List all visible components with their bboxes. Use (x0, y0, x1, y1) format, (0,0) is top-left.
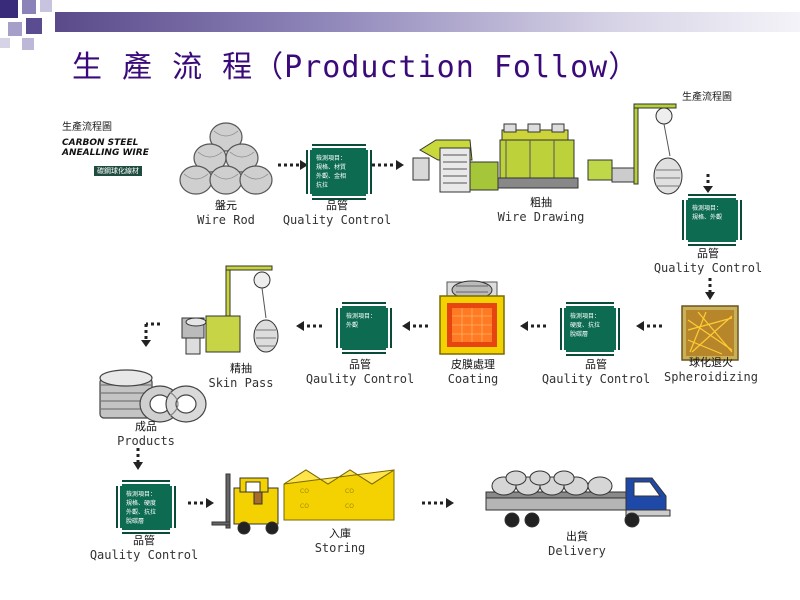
header-decoration (0, 0, 64, 56)
qc-line: 脫碳層 (126, 518, 145, 525)
caption-qc-2: 品管 Quality Control (652, 247, 764, 275)
caption-en: Skin Pass (208, 376, 274, 390)
arrow-left-1 (636, 321, 662, 331)
logo-line-1: CARBON STEEL (62, 138, 139, 148)
caption-products: 成品 Products (106, 420, 186, 448)
caption-zh: 品管 (133, 534, 155, 547)
qc-line: 檢測項目： (126, 491, 157, 498)
caption-spheroidizing: 球化退火 Spheroidizing (662, 356, 760, 384)
arrow-left-3 (402, 321, 428, 331)
caption-zh: 品管 (326, 199, 348, 212)
caption-en: Wire Rod (197, 213, 255, 227)
caption-en: Products (117, 434, 175, 448)
caption-zh: 成品 (135, 420, 157, 433)
caption-en: Wire Drawing (497, 210, 585, 224)
caption-en: Quality Control (653, 261, 763, 275)
qc-line: 規格、硬度 (126, 500, 157, 507)
delivery-truck-icon (485, 470, 671, 528)
products-coils-icon (99, 369, 207, 423)
caption-zh: 皮膜處理 (451, 358, 495, 371)
caption-delivery: 出貨 Delivery (540, 530, 614, 558)
qc-line: 外觀、抗拉 (126, 509, 157, 516)
qc-line: 硬度、抗拉 (570, 322, 601, 329)
qc-box-4: 檢測項目： 外觀 (336, 302, 392, 354)
logo-line-3: 碳鋼球化線材 (94, 166, 142, 176)
caption-qc-5: 品管 Qaulity Control (88, 534, 200, 562)
warehouse-icon: CO CO CO CO (283, 469, 395, 521)
caption-en: Qaulity Control (89, 548, 199, 562)
diagram-label-left: 生產流程圖 (62, 122, 112, 133)
caption-zh: 粗抽 (530, 196, 552, 209)
flow-arrows (133, 160, 715, 508)
arrow-right-1 (278, 160, 308, 170)
qc-box-1: 檢測項目： 規格、材質 外觀、金相 抗拉 (306, 144, 372, 200)
caption-skin-pass: 精抽 Skin Pass (204, 362, 278, 390)
arrow-right-2 (372, 160, 404, 170)
wire-rod-coils-icon (179, 122, 273, 195)
arrow-right-3 (188, 498, 214, 508)
caption-en: Coating (447, 372, 499, 386)
caption-en: Qaulity Control (541, 372, 651, 386)
caption-en: Qaulity Control (305, 372, 415, 386)
coating-bath-icon (439, 280, 505, 355)
caption-en: Spheroidizing (664, 370, 758, 384)
arrow-down-3 (133, 448, 143, 470)
caption-qc-3: 品管 Qaulity Control (540, 358, 652, 386)
caption-qc-4: 品管 Qaulity Control (304, 358, 416, 386)
page-title: 生 產 流 程（Production Follow） (72, 50, 640, 85)
skin-pass-machine-icon (181, 265, 279, 355)
caption-zh: 精抽 (230, 362, 252, 375)
caption-wire-rod: 盤元 Wire Rod (186, 199, 266, 227)
arrow-right-4 (422, 498, 454, 508)
wire-drawing-machine-icon (412, 103, 683, 195)
caption-zh: 品管 (697, 247, 719, 260)
qc-line: 脫碳層 (570, 331, 589, 338)
header-gradient-bar (55, 12, 800, 32)
arrow-left-2 (520, 321, 546, 331)
qc-line: 檢測項目： (316, 155, 347, 162)
qc-box-2: 檢測項目： 規格、外觀 (682, 194, 742, 246)
caption-zh: 品管 (349, 358, 371, 371)
caption-coating: 皮膜處理 Coating (432, 358, 514, 386)
company-logo: CARBON STEEL ANEALLING WIRE 碳鋼球化線材 (62, 138, 172, 176)
svg-text:CO: CO (300, 488, 309, 495)
caption-en: Delivery (548, 544, 606, 558)
caption-en: Quality Control (282, 213, 392, 227)
caption-storing: 入庫 Storing (306, 527, 374, 555)
forklift-icon (211, 473, 279, 535)
qc-box-5: 檢測項目： 規格、硬度 外觀、抗拉 脫碳層 (116, 480, 176, 534)
qc-line: 外觀 (346, 322, 359, 329)
caption-zh: 出貨 (566, 530, 588, 543)
arrow-left-4 (296, 321, 322, 331)
qc-line: 規格、外觀 (692, 214, 723, 221)
qc-line: 檢測項目： (346, 313, 377, 320)
caption-zh: 入庫 (329, 527, 351, 540)
spheroidizing-furnace-icon (681, 305, 739, 361)
svg-text:CO: CO (300, 503, 309, 510)
qc-line: 檢測項目： (570, 313, 601, 320)
caption-wire-drawing: 粗抽 Wire Drawing (494, 196, 588, 224)
caption-qc-1: 品管 Quality Control (282, 199, 392, 227)
arrow-down-left (141, 322, 160, 347)
arrow-down-1 (703, 174, 713, 193)
qc-line: 外觀、金相 (316, 173, 347, 180)
diagram-label-right: 生產流程圖 (682, 92, 732, 103)
svg-text:CO: CO (345, 488, 354, 495)
caption-zh: 盤元 (215, 199, 237, 212)
logo-line-2: ANEALLING WIRE (62, 148, 149, 158)
caption-en: Storing (314, 541, 366, 555)
caption-zh: 球化退火 (689, 356, 733, 369)
qc-line: 抗拉 (316, 182, 329, 189)
qc-box-3: 檢測項目： 硬度、抗拉 脫碳層 (560, 302, 620, 356)
qc-line: 規格、材質 (316, 164, 347, 171)
svg-text:CO: CO (345, 503, 354, 510)
caption-zh: 品管 (585, 358, 607, 371)
qc-line: 檢測項目： (692, 205, 723, 212)
arrow-down-2 (705, 278, 715, 300)
